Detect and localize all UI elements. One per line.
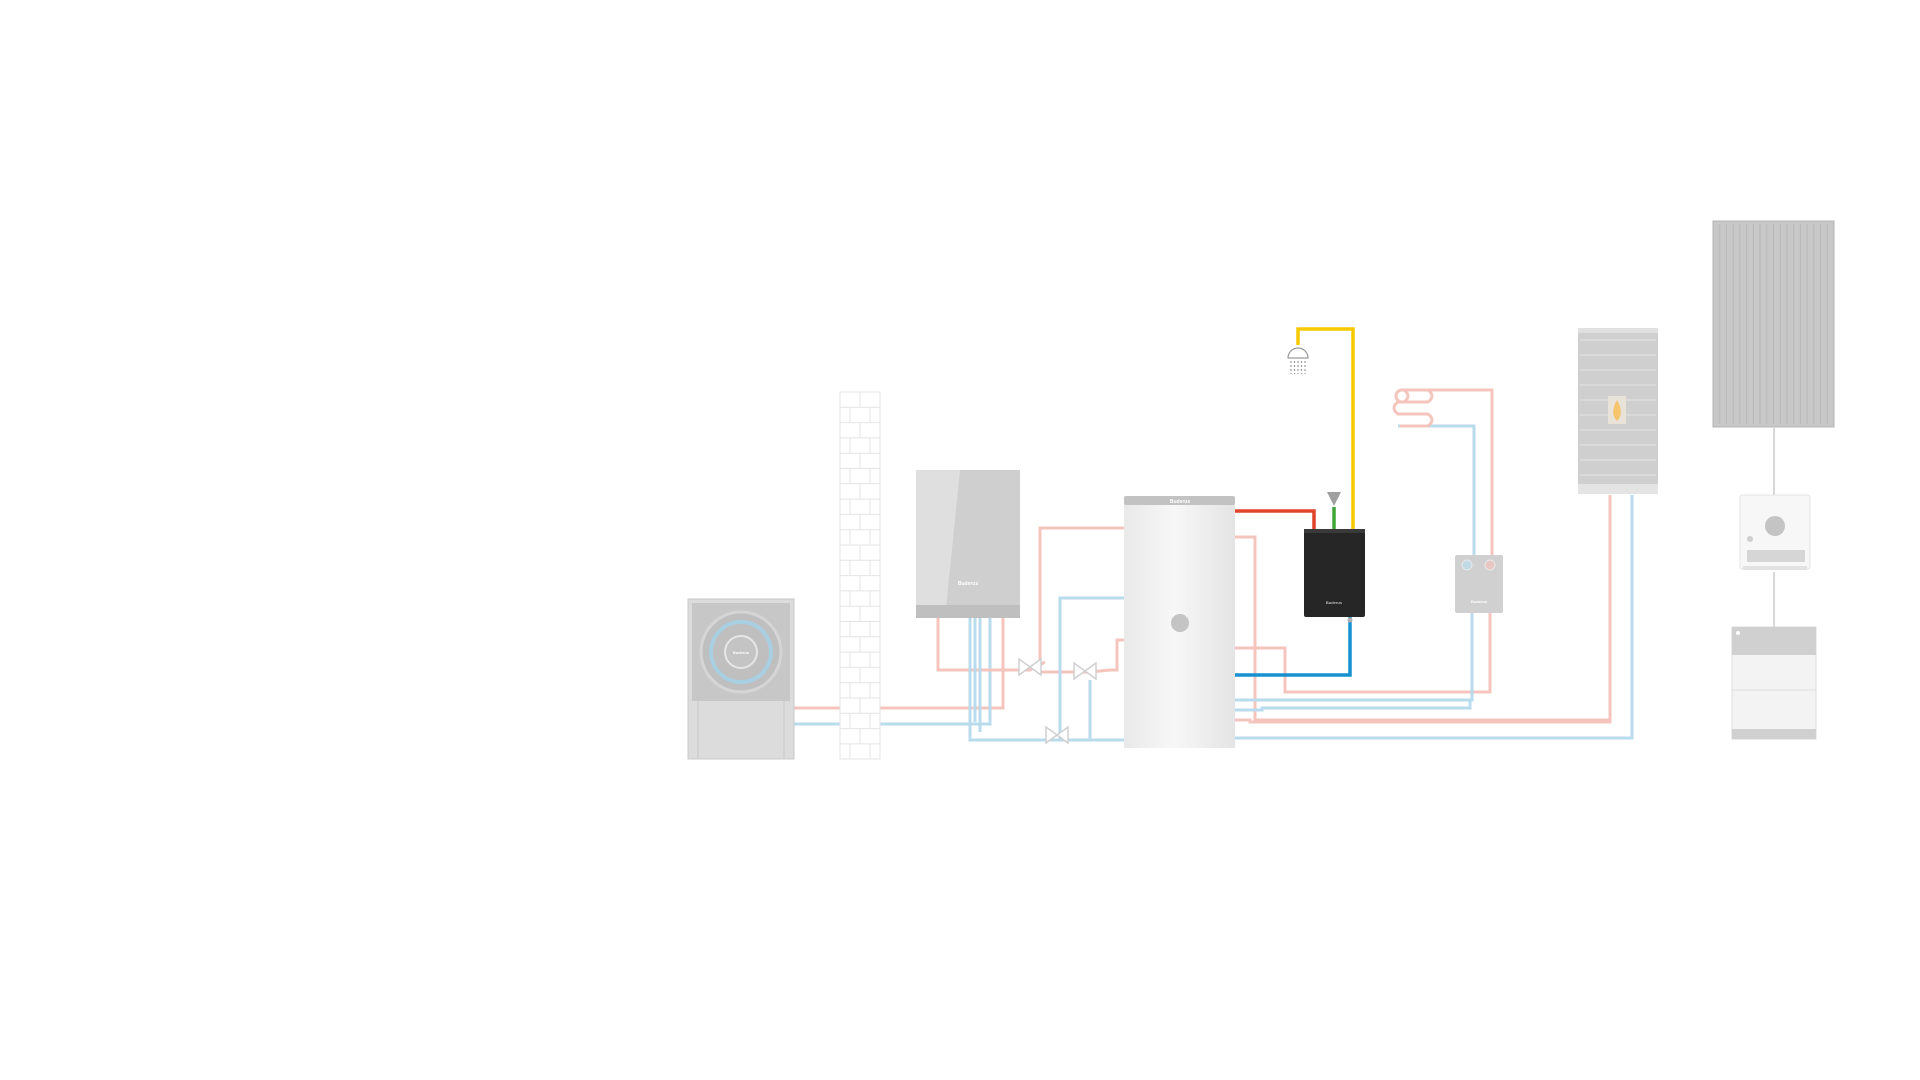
pipe-boiler-down (968, 615, 1062, 742)
inverter-status-led (1747, 536, 1753, 542)
station-body (1304, 529, 1365, 617)
stove-base (1578, 484, 1658, 494)
battery-led (1736, 631, 1740, 635)
valves (1018, 657, 1097, 745)
tank-brand: Buderus (1170, 499, 1191, 505)
battery-top (1732, 627, 1816, 655)
active-pipes (1235, 327, 1355, 677)
pipe-tank-cold-2 (1235, 700, 1472, 712)
inverter (1739, 494, 1811, 570)
hc-gauge-cold (1461, 559, 1473, 571)
pipe-ufh-hot (1235, 612, 1492, 694)
pipe-valve-to-tank-hot (1038, 526, 1130, 670)
pellet-stove (1578, 328, 1658, 494)
pipe-ufh-cold (1235, 612, 1474, 702)
hc-gauge-hot (1484, 559, 1496, 571)
boiler-gloss (916, 470, 960, 618)
underfloor-heating (1392, 388, 1434, 428)
storage-tank: Buderus (1124, 496, 1235, 748)
shower-icon (1287, 347, 1309, 374)
station-top-strip (1304, 529, 1365, 533)
stove-flame-icon (1613, 400, 1621, 421)
tank-cap (1124, 496, 1235, 505)
stove-top (1578, 328, 1658, 333)
pipe-station-cold-return (1235, 617, 1352, 677)
station-brand: Buderus (1326, 600, 1343, 605)
shower-head (1287, 347, 1309, 359)
fresh-water-station: Buderus (1304, 492, 1365, 623)
pipe-stove-cold (1235, 495, 1634, 740)
pv-panel (1712, 220, 1835, 428)
boiler-bottom-band (916, 605, 1020, 618)
valve-2 (1073, 661, 1097, 681)
pipe-dhw-to-shower (1296, 327, 1355, 530)
station-outlet (1347, 617, 1353, 623)
pipe-tank-to-station-hot (1235, 509, 1316, 530)
brick-wall (839, 391, 881, 760)
heat-pump: Buderus (687, 598, 795, 760)
pipe-station-to-ufh-cold (1400, 424, 1476, 558)
ufh-loop-2 (1398, 388, 1434, 404)
boiler: Buderus (916, 470, 1020, 618)
valve-3 (1045, 725, 1069, 745)
pipe-valve-right-hot (1040, 638, 1130, 674)
valve-1 (1018, 657, 1042, 677)
heat-pump-fan-hub (724, 635, 758, 669)
ufh-coil-hot (1394, 388, 1403, 404)
inverter-display (1747, 550, 1805, 562)
tank-sensor-port (1171, 614, 1189, 632)
heat-pump-fan-blue (709, 620, 773, 684)
pipe-stove-hot (1235, 495, 1612, 724)
heat-pump-brand: Buderus (733, 650, 750, 655)
pipe-valve-cold-up (1058, 596, 1130, 740)
heating-circuit-station: Buderus (1455, 555, 1503, 613)
station-inlet-funnel (1327, 492, 1341, 506)
hc-station-brand: Buderus (1471, 599, 1488, 604)
pipe-station-to-ufh-hot (1400, 388, 1494, 558)
ufh-loop-1 (1392, 388, 1434, 428)
faded-pipes (793, 388, 1775, 742)
boiler-brand: Buderus (958, 581, 979, 587)
battery-bottom (1732, 729, 1816, 739)
inverter-feet (1743, 566, 1807, 570)
inverter-dial (1765, 516, 1785, 536)
battery-storage (1731, 626, 1817, 740)
